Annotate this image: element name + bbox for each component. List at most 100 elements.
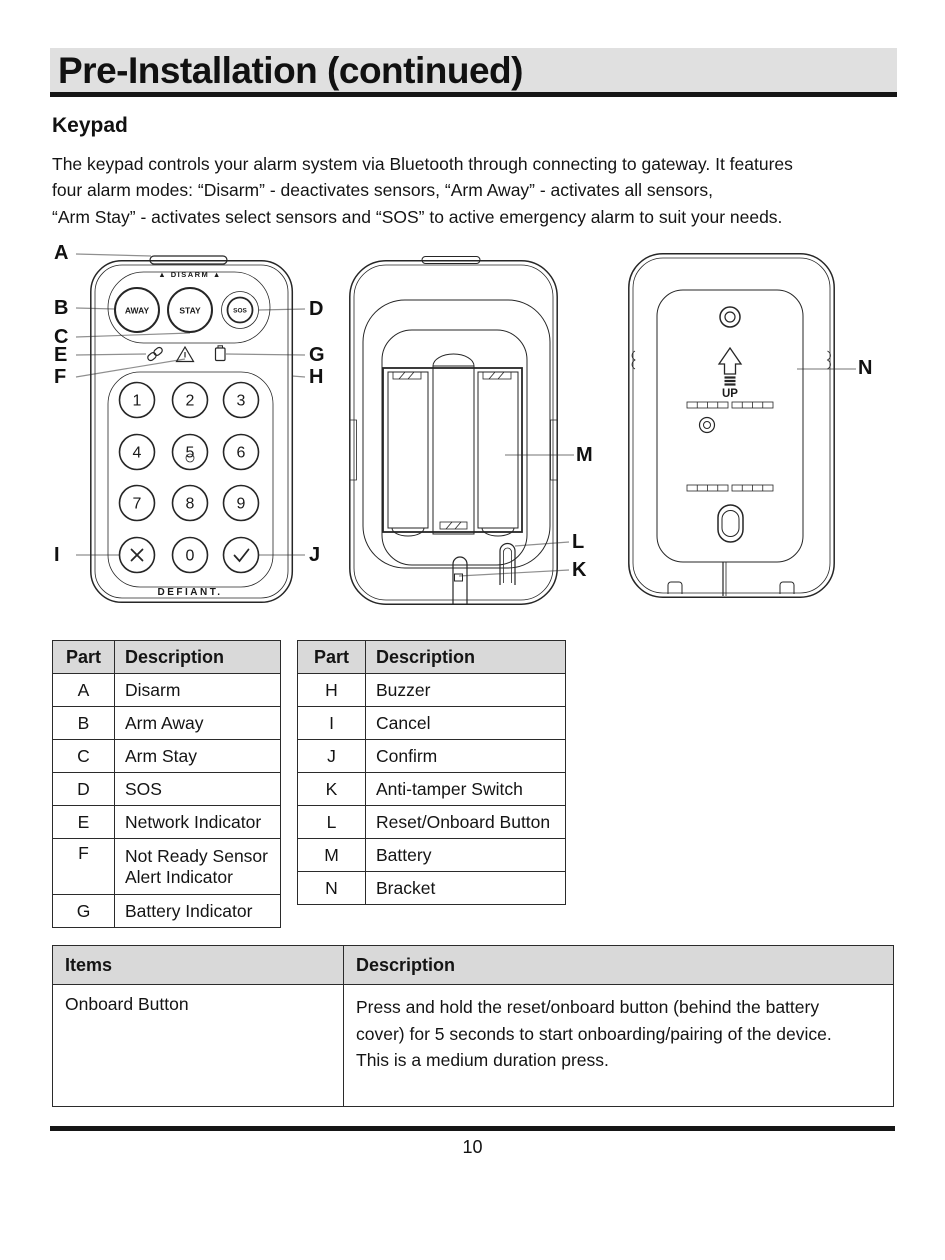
key-6 — [222, 433, 260, 471]
key-9 — [222, 484, 260, 522]
stay-button — [167, 287, 213, 333]
mounting-bracket-diagram: UP — [628, 253, 835, 598]
callout-c: C — [54, 326, 69, 348]
left-foot — [667, 581, 683, 594]
key-8 — [171, 484, 209, 522]
description-line-2: cover) for 5 seconds to start onboarding… — [356, 1023, 832, 1044]
reset-onboard-button — [499, 542, 516, 585]
network-indicator-icon — [147, 346, 163, 362]
part-cell: K — [297, 772, 366, 806]
part-cell: G — [52, 894, 115, 928]
description-cell: Bracket — [365, 871, 566, 905]
cancel-key — [118, 536, 156, 574]
table-header-row: Part Description — [297, 640, 566, 674]
table-row: Onboard Button Press and hold the reset/… — [52, 984, 894, 1107]
part-cell: N — [297, 871, 366, 905]
callout-m: M — [576, 444, 593, 466]
intro-line-1: The keypad controls your alarm system vi… — [52, 154, 793, 174]
upper-dash-strip — [686, 401, 774, 409]
part-cell: A — [52, 673, 115, 707]
description-cell: Battery — [365, 838, 566, 872]
description-line-1: Press and hold the reset/onboard button … — [356, 997, 820, 1017]
key-0-label: 0 — [186, 548, 195, 565]
key-4-label: 4 — [133, 445, 142, 462]
description-cell: Battery Indicator — [114, 894, 281, 928]
key-5 — [171, 433, 209, 471]
description-cell: Cancel — [365, 706, 566, 740]
right-notch — [550, 419, 557, 481]
back-cover-outline — [362, 299, 551, 569]
callout-n: N — [858, 357, 873, 379]
key-1-label: 1 — [133, 393, 142, 410]
callout-f: F — [54, 366, 67, 388]
callout-b: B — [54, 297, 69, 319]
top-tab — [149, 255, 228, 265]
callout-j: J — [309, 544, 321, 566]
part-cell: M — [297, 838, 366, 872]
part-cell: B — [52, 706, 115, 740]
bracket-right-notch — [826, 350, 831, 370]
part-cell: H — [297, 673, 366, 707]
lower-dash-strip — [686, 484, 774, 492]
callout-d: D — [309, 298, 324, 320]
callout-h: H — [309, 366, 324, 388]
keypad-front-diagram: ▲ DISARM ▲ AWAY STAY SOS — [90, 255, 294, 604]
key-7 — [118, 484, 156, 522]
key-7-label: 7 — [133, 496, 142, 513]
disarm-top-label: ▲ DISARM ▲ — [158, 270, 222, 279]
item-cell: Onboard Button — [52, 984, 344, 1107]
confirm-icon — [233, 548, 250, 563]
right-foot — [779, 581, 795, 594]
back-top-tab — [421, 256, 481, 264]
battery-compartment — [381, 329, 528, 566]
description-cell: Reset/Onboard Button — [365, 805, 566, 839]
description-cell: Network Indicator — [114, 805, 281, 839]
key-6-label: 6 — [237, 445, 246, 462]
part-cell: D — [52, 772, 115, 806]
anti-tamper-switch — [452, 556, 468, 604]
description-column-header: Description — [365, 640, 566, 674]
key-2 — [171, 381, 209, 419]
description-cell: Anti-tamper Switch — [365, 772, 566, 806]
intro-line-2: four alarm modes: “Disarm” - deactivates… — [52, 180, 713, 201]
key-4 — [118, 433, 156, 471]
part-cell: C — [52, 739, 115, 773]
keypad-diagram-art: ▲ DISARM ▲ AWAY STAY SOS — [75, 253, 856, 605]
items-table: Items Description Onboard Button Press a… — [52, 945, 894, 1107]
away-button-label: AWAY — [125, 306, 150, 316]
part-cell: E — [52, 805, 115, 839]
left-notch — [350, 419, 357, 481]
sos-button — [226, 296, 254, 324]
brand-logo: DEFIANT. — [158, 587, 223, 598]
sos-button-ring — [221, 291, 259, 329]
mode-button-panel — [107, 271, 271, 344]
part-cell: J — [297, 739, 366, 773]
page-header: Pre-Installation (continued) — [50, 48, 897, 97]
battery-cells — [382, 353, 523, 537]
keypad-diagram-figure: ▲ DISARM ▲ AWAY STAY SOS — [52, 242, 905, 617]
bracket-plate — [656, 289, 804, 563]
part-cell: F — [52, 838, 115, 895]
description-column-header: Description — [114, 640, 281, 674]
page-number: 10 — [462, 1137, 483, 1157]
description-column-header: Description — [343, 945, 894, 985]
callout-l: L — [572, 531, 585, 553]
center-screw-hole — [698, 416, 716, 434]
part-column-header: Part — [52, 640, 115, 674]
key-9-label: 9 — [237, 496, 246, 513]
description-cell: Press and hold the reset/onboard button … — [343, 984, 894, 1107]
bracket-left-notch — [631, 350, 636, 370]
intro-line-3: “Arm Stay” - activates select sensors an… — [52, 206, 783, 227]
away-button — [114, 287, 160, 333]
up-label: UP — [722, 388, 738, 400]
callout-e: E — [54, 344, 68, 366]
